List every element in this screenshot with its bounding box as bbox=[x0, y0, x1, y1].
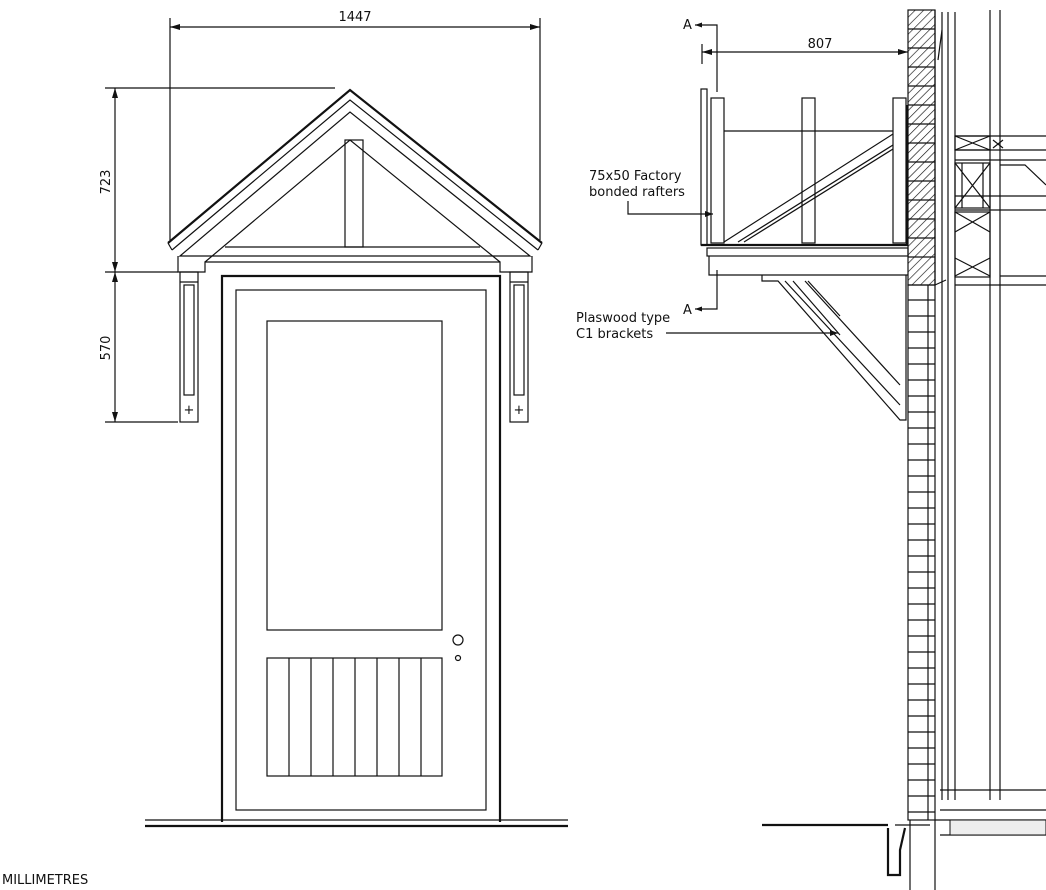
side-section: A A 807 bbox=[576, 9, 1046, 890]
gable-roof bbox=[167, 88, 543, 273]
projection-dim-label: 807 bbox=[808, 37, 833, 52]
rafters-callout: 75x50 Factory bonded rafters bbox=[589, 169, 713, 217]
svg-text:bonded rafters: bonded rafters bbox=[589, 185, 685, 200]
roof-height-dim-label: 723 bbox=[99, 170, 114, 195]
keyhole-icon bbox=[454, 654, 462, 662]
brackets-callout: Plaswood type C1 brackets bbox=[576, 311, 838, 342]
bracket-height-dim-label: 570 bbox=[99, 336, 114, 361]
width-dimension: 1447 bbox=[169, 10, 541, 240]
door-handle-icon bbox=[452, 634, 464, 646]
wall-section bbox=[762, 9, 1046, 890]
svg-text:+: + bbox=[514, 403, 525, 418]
height-dimensions: 723 570 bbox=[99, 87, 335, 423]
svg-text:75x50 Factory: 75x50 Factory bbox=[589, 169, 682, 184]
ground-line bbox=[145, 819, 568, 828]
canopy-section bbox=[700, 88, 909, 421]
front-elevation: 1447 723 570 + bbox=[99, 10, 568, 828]
right-bracket: + bbox=[509, 271, 529, 423]
svg-text:Plaswood type: Plaswood type bbox=[576, 311, 670, 326]
width-dim-label: 1447 bbox=[338, 10, 371, 25]
svg-text:C1 brackets: C1 brackets bbox=[576, 327, 653, 342]
svg-text:+: + bbox=[184, 403, 195, 418]
svg-text:A: A bbox=[683, 18, 692, 33]
section-marker-top: A bbox=[683, 18, 718, 92]
door-glass-panel bbox=[266, 320, 443, 631]
door-boards bbox=[288, 658, 422, 776]
brick-courses bbox=[907, 284, 936, 821]
projection-dimension: 807 bbox=[701, 37, 908, 64]
svg-text:A: A bbox=[683, 303, 692, 318]
left-bracket: + bbox=[179, 271, 199, 423]
footer-note: MILLIMETRES bbox=[2, 873, 88, 888]
section-marker-bottom: A bbox=[683, 270, 718, 318]
door bbox=[220, 274, 502, 822]
